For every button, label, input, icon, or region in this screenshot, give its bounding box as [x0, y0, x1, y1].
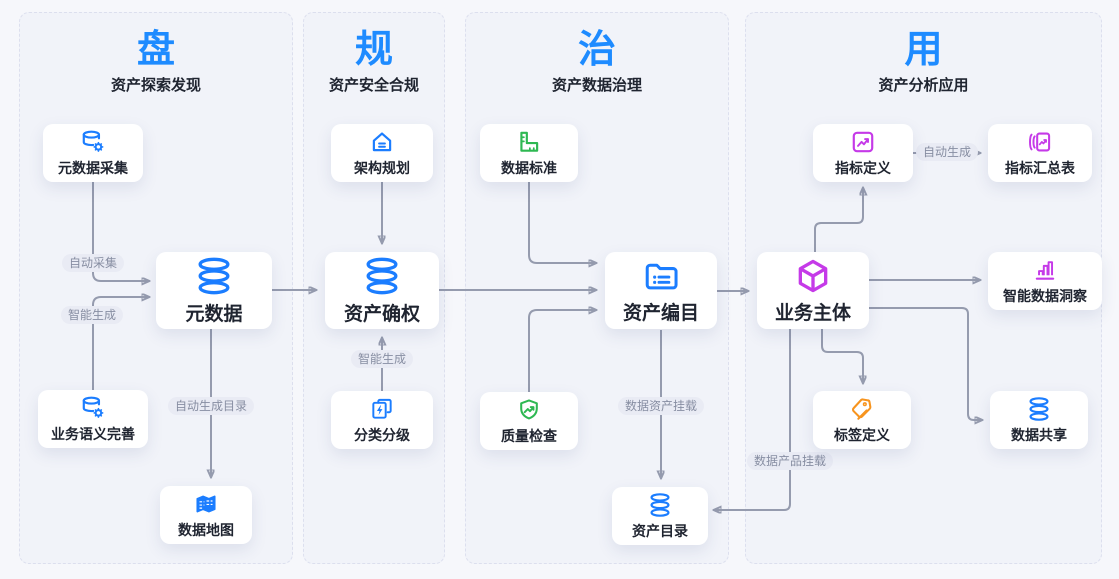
column-title: 资产安全合规 [328, 77, 419, 94]
node-label: 分类分级 [354, 426, 410, 443]
node-metric-summary-table: 指标汇总表 [988, 124, 1092, 182]
edge-label-auto-generate-catalog: 自动生成目录 [167, 397, 255, 415]
node-label: 业务主体 [774, 302, 851, 324]
database-icon [366, 257, 398, 294]
edge-label-data-asset-mount: 数据资产挂载 [617, 397, 705, 415]
database-icon [650, 492, 670, 517]
node-metric-definition: 指标定义 [813, 124, 913, 182]
node-asset-rights: 资产确权 [325, 252, 439, 329]
node-classification-grading: 分类分级 [331, 391, 433, 449]
node-business-semantics: 业务语义完善 [38, 390, 148, 448]
column-header-governance: 治 资产数据治理 [465, 28, 729, 95]
bar-chart-icon [1035, 260, 1055, 280]
column-char: 治 [577, 29, 616, 71]
folder-list-icon [645, 263, 678, 289]
edge-label-data-product-mount: 数据产品挂载 [746, 452, 834, 470]
home-icon [372, 131, 392, 151]
column-char: 规 [354, 29, 393, 71]
node-label: 资产目录 [632, 522, 688, 539]
node-label: 元数据采集 [58, 159, 128, 176]
database-gear-icon [82, 130, 104, 152]
node-label: 资产编目 [622, 302, 699, 324]
node-data-sharing: 数据共享 [990, 391, 1088, 449]
report-curves-icon [1029, 132, 1051, 151]
tags-icon [851, 397, 872, 420]
cube-icon [798, 259, 828, 292]
column-header-compliance: 规 资产安全合规 [303, 28, 445, 95]
node-label: 资产确权 [343, 303, 420, 325]
node-label: 数据标准 [501, 159, 557, 176]
column-char: 用 [904, 29, 943, 71]
shield-arrow-icon [520, 398, 538, 419]
column-title: 资产探索发现 [110, 77, 201, 94]
edge-label-smart-generate-2: 智能生成 [350, 350, 414, 368]
node-label: 指标汇总表 [1005, 159, 1075, 176]
node-business-entity: 业务主体 [757, 252, 869, 329]
node-asset-cataloging: 资产编目 [605, 252, 717, 329]
edge-label-auto-generate: 自动生成 [915, 143, 979, 161]
node-label: 智能数据洞察 [1003, 287, 1087, 304]
node-label: 元数据 [185, 303, 243, 325]
node-label: 架构规划 [354, 159, 410, 176]
edge-label-smart-generate-1: 智能生成 [60, 306, 124, 324]
node-label: 标签定义 [834, 426, 890, 443]
column-header-discover: 盘 资产探索发现 [19, 28, 293, 95]
database-gear-icon [82, 396, 104, 418]
node-label: 数据共享 [1011, 426, 1067, 443]
layers-bolt-icon [372, 398, 392, 419]
node-label: 质量检查 [501, 427, 557, 444]
node-metadata-collect: 元数据采集 [43, 124, 143, 182]
column-char: 盘 [136, 29, 175, 71]
node-label: 指标定义 [835, 159, 891, 176]
node-tag-definition: 标签定义 [813, 391, 911, 449]
metric-box-icon [852, 131, 874, 152]
node-quality-check: 质量检查 [480, 392, 578, 450]
column-title: 资产分析应用 [878, 77, 969, 94]
node-asset-directory: 资产目录 [612, 487, 708, 545]
node-metadata: 元数据 [156, 252, 272, 329]
edge-label-auto-collect: 自动采集 [61, 254, 125, 272]
database-icon [198, 257, 230, 294]
node-data-insight: 智能数据洞察 [988, 252, 1102, 310]
node-architecture-planning: 架构规划 [331, 124, 433, 182]
node-label: 业务语义完善 [51, 425, 135, 442]
database-icon [1029, 396, 1049, 421]
node-data-standards: 数据标准 [480, 124, 578, 182]
map-icon [196, 495, 216, 512]
column-title: 资产数据治理 [551, 77, 642, 94]
column-header-application: 用 资产分析应用 [745, 28, 1102, 95]
node-label: 数据地图 [178, 521, 234, 538]
ruler-icon [520, 131, 539, 152]
node-data-map: 数据地图 [160, 486, 252, 544]
